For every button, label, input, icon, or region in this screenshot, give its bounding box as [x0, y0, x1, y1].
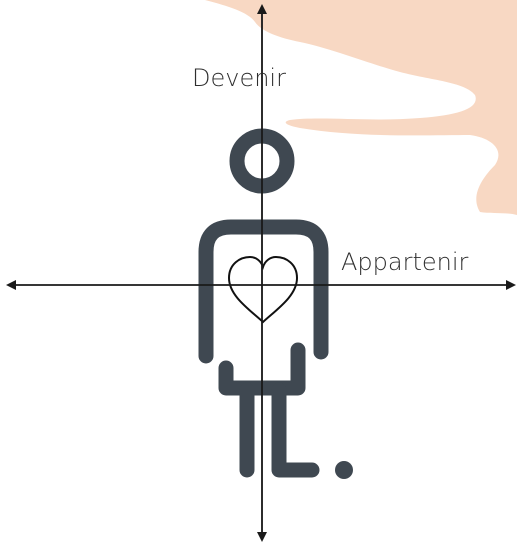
person-icon	[206, 136, 321, 470]
heart-icon	[229, 257, 297, 322]
vertical-axis-label: Devenir	[192, 66, 286, 90]
horizontal-axis-label: Appartenir	[341, 250, 468, 274]
person-body	[206, 227, 321, 356]
person-dot	[335, 461, 353, 479]
person-legs	[247, 390, 312, 470]
